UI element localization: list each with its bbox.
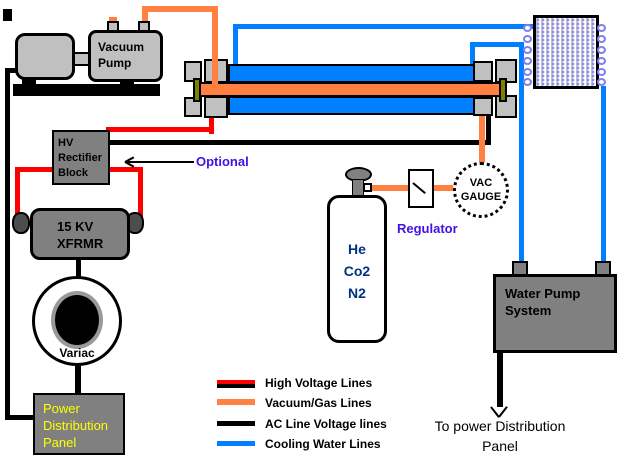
radiator-coil: [523, 57, 532, 65]
radiator-coil: [597, 78, 606, 86]
right-mirror: [499, 78, 507, 102]
radiator-coil: [523, 46, 532, 54]
hv-line-right-drop: [138, 167, 143, 222]
radiator-coil: [523, 68, 532, 76]
to-panel-note: To power Distribution Panel: [434, 418, 566, 454]
radiator: [533, 15, 599, 89]
water-line-to-radiator: [233, 24, 535, 29]
variac-knob: [51, 291, 103, 349]
ac-line-rectifier-to-tube: [110, 140, 491, 145]
pump-base: [13, 84, 160, 96]
water-pump-label: Water Pump System: [505, 286, 581, 318]
optional-arrow-line: [126, 161, 194, 163]
vacuum-pump-label: Vacuum Pump: [98, 40, 145, 70]
legend-label: Vacuum/Gas Lines: [265, 396, 372, 410]
left-mount-lower-inner: [204, 96, 228, 118]
radiator-coil: [523, 78, 532, 86]
vac-gauge: VAC GAUGE: [453, 162, 509, 218]
radiator-coil: [597, 35, 606, 43]
legend-swatch-cooling-water: [217, 441, 255, 446]
water-jacket-upper: [228, 64, 477, 83]
xfrmr-bushing-left: [12, 212, 30, 234]
tank-valve-outlet: [363, 183, 372, 192]
xfrmr-label: 15 KV XFRMR: [57, 219, 104, 251]
radiator-coil: [523, 35, 532, 43]
variac-panel-link: [75, 366, 81, 394]
vacuum-line-top-run: [142, 6, 218, 12]
hv-line-left-drop: [15, 167, 20, 222]
radiator-coil: [523, 24, 532, 32]
water-line-to-pump-left-port: [519, 42, 524, 262]
regulator-body: [408, 169, 434, 208]
pump-foot-left: [22, 76, 36, 85]
regulator-label: Regulator: [397, 221, 458, 236]
right-mount-upper-inner: [473, 61, 493, 82]
legend-label: Cooling Water Lines: [265, 437, 381, 451]
variac-label: Variac: [59, 346, 95, 360]
xfrmr-variac-link: [76, 260, 81, 278]
gas-line-tank-to-regulator: [370, 185, 408, 191]
radiator-coil: [597, 57, 606, 65]
hv-line-rectifier-left: [15, 167, 55, 172]
ac-line-left-riser: [5, 68, 10, 420]
hv-line-rectifier-right: [108, 167, 143, 172]
water-line-jacket-riser-right: [470, 42, 475, 67]
gas-line-regulator-to-gauge: [433, 185, 454, 191]
legend-swatch-high-voltage: [217, 380, 255, 388]
pump-port-stub: [109, 17, 117, 22]
laser-tube: [197, 82, 503, 97]
water-jacket-lower: [228, 96, 477, 115]
vacuum-pump-body: Vacuum Pump: [88, 30, 163, 82]
left-mirror: [193, 78, 201, 102]
right-mount-lower-inner: [473, 97, 493, 116]
power-distribution-panel: Power Distribution Panel: [33, 393, 125, 455]
hv-rectifier-block: HV Rectifier Block: [52, 130, 110, 185]
connector-stub: [3, 9, 12, 21]
vacuum-line-downcomer: [212, 6, 218, 86]
ac-line-to-motor: [5, 68, 19, 73]
hv-line-to-rectifier: [106, 127, 214, 132]
vacuum-line-pump-riser: [142, 6, 148, 22]
gas-tank-label: He Co2 N2: [343, 241, 371, 301]
pump-power-arrow-shaft: [497, 353, 503, 407]
optional-label: Optional: [196, 154, 249, 169]
gas-tank: He Co2 N2: [327, 195, 387, 343]
legend-label: AC Line Voltage lines: [265, 417, 387, 431]
water-line-radiator-to-pump: [601, 86, 606, 262]
radiator-coil: [597, 68, 606, 76]
power-panel-label: Power Distribution Panel: [43, 401, 109, 450]
ac-line-panel-to-left: [5, 415, 35, 420]
ac-line-tube-riser: [486, 113, 491, 145]
water-line-jacket-riser-left: [233, 24, 238, 66]
legend-swatch-ac-line: [217, 421, 255, 426]
water-line-right-top: [470, 42, 524, 47]
xfrmr: 15 KV XFRMR: [30, 208, 130, 260]
pump-motor: [15, 33, 75, 80]
gas-line-gauge-riser: [479, 110, 485, 163]
hv-line-electrode-drop: [209, 112, 214, 134]
hv-rectifier-label: HV Rectifier Block: [58, 137, 103, 179]
vac-gauge-label: VAC GAUGE: [460, 177, 502, 203]
water-pump-system: Water Pump System: [493, 274, 617, 353]
radiator-coil: [597, 24, 606, 32]
legend-swatch-vacuum-gas: [217, 399, 255, 405]
radiator-coil: [597, 46, 606, 54]
legend-label: High Voltage Lines: [265, 376, 373, 390]
